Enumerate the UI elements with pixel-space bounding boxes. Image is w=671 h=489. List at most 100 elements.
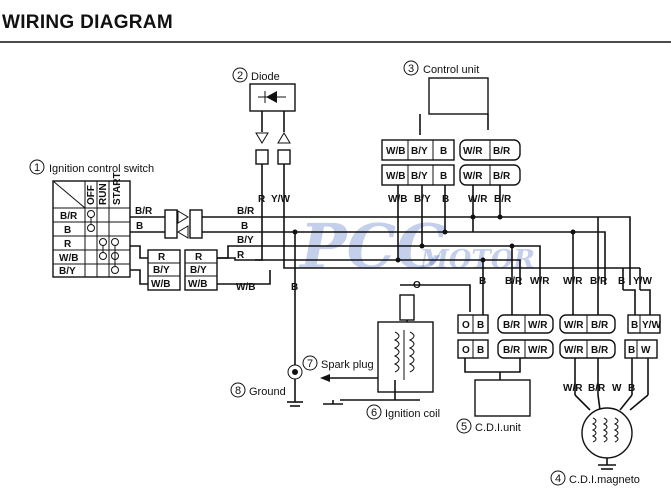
svg-text:B: B bbox=[479, 276, 486, 287]
component-number-3 bbox=[403, 60, 419, 76]
svg-text:B/R: B/R bbox=[588, 383, 606, 394]
svg-text:B/R: B/R bbox=[237, 206, 255, 217]
spark-plug-label: Spark plug bbox=[321, 359, 374, 371]
ignition-coil: 6 Ignition coil bbox=[366, 321, 440, 420]
component-number-4 bbox=[550, 470, 566, 486]
svg-text:W/R: W/R bbox=[564, 345, 584, 356]
svg-text:B: B bbox=[477, 320, 484, 331]
svg-text:B: B bbox=[631, 320, 638, 331]
svg-text:B: B bbox=[628, 383, 635, 394]
svg-text:B/Y: B/Y bbox=[59, 266, 76, 277]
svg-text:R: R bbox=[158, 252, 166, 263]
svg-text:3: 3 bbox=[408, 63, 414, 75]
component-number-6 bbox=[366, 404, 382, 420]
svg-text:B: B bbox=[241, 221, 248, 232]
component-number-1 bbox=[29, 159, 45, 175]
svg-text:W/B: W/B bbox=[59, 253, 78, 264]
svg-text:W/R: W/R bbox=[563, 276, 583, 287]
svg-text:B: B bbox=[64, 225, 71, 236]
svg-text:W/B: W/B bbox=[386, 171, 405, 182]
svg-text:W: W bbox=[612, 383, 622, 394]
svg-text:8: 8 bbox=[235, 385, 241, 397]
svg-text:RUN: RUN bbox=[98, 183, 109, 205]
spark-plug: 7 Spark plug bbox=[302, 355, 374, 371]
diode-label: Diode bbox=[251, 71, 280, 83]
cdi-unit: 5 C.D.I.unit bbox=[456, 418, 521, 434]
svg-text:B: B bbox=[136, 221, 143, 232]
svg-text:W/B: W/B bbox=[388, 194, 407, 205]
cdi-magneto: 4 C.D.I.magneto bbox=[550, 407, 640, 486]
svg-text:B: B bbox=[440, 171, 447, 182]
component-number-5 bbox=[456, 418, 472, 434]
svg-text:OFF: OFF bbox=[86, 185, 97, 205]
svg-text:B/R: B/R bbox=[503, 345, 521, 356]
svg-text:B/R: B/R bbox=[505, 276, 523, 287]
svg-text:O: O bbox=[413, 280, 421, 291]
svg-text:B/Y: B/Y bbox=[411, 171, 428, 182]
svg-text:B/Y: B/Y bbox=[411, 146, 428, 157]
svg-text:O: O bbox=[462, 345, 470, 356]
cdi-unit-box bbox=[474, 379, 531, 417]
svg-text:W/R: W/R bbox=[563, 383, 583, 394]
svg-text:B/R: B/R bbox=[591, 345, 609, 356]
svg-text:W/R: W/R bbox=[463, 146, 483, 157]
diagram-title: WIRING DIAGRAM bbox=[2, 12, 173, 33]
svg-text:2: 2 bbox=[237, 70, 243, 82]
svg-text:7: 7 bbox=[307, 358, 313, 370]
svg-text:B/R: B/R bbox=[590, 276, 608, 287]
svg-text:1: 1 bbox=[34, 162, 40, 174]
svg-text:Y/W: Y/W bbox=[271, 194, 290, 205]
svg-text:W/R: W/R bbox=[528, 320, 548, 331]
svg-text:B: B bbox=[291, 282, 298, 293]
svg-text:W: W bbox=[641, 345, 651, 356]
ignition-coil-label: Ignition coil bbox=[385, 408, 440, 420]
svg-text:W/B: W/B bbox=[236, 282, 255, 293]
svg-text:R: R bbox=[195, 252, 203, 263]
component-number-8 bbox=[230, 382, 246, 398]
svg-text:B/R: B/R bbox=[591, 320, 609, 331]
svg-text:B: B bbox=[442, 194, 449, 205]
svg-text:B/Y: B/Y bbox=[153, 265, 170, 276]
ground-label: Ground bbox=[249, 386, 286, 398]
svg-text:B/R: B/R bbox=[503, 320, 521, 331]
cdi-unit-label: C.D.I.unit bbox=[475, 422, 521, 434]
svg-text:B/Y: B/Y bbox=[237, 235, 254, 246]
svg-text:R: R bbox=[258, 194, 266, 205]
diode: 2 Diode bbox=[232, 67, 296, 112]
svg-text:W/B: W/B bbox=[151, 279, 170, 290]
svg-text:W/R: W/R bbox=[528, 345, 548, 356]
svg-text:R: R bbox=[237, 250, 245, 261]
control-unit: 3 Control unit bbox=[403, 60, 489, 115]
ignition-control-switch: 1 Ignition control switch OFF RUN START … bbox=[29, 159, 154, 278]
svg-text:W/B: W/B bbox=[188, 279, 207, 290]
svg-text:O: O bbox=[462, 320, 470, 331]
cdi-magneto-label: C.D.I.magneto bbox=[569, 474, 640, 486]
control-unit-label: Control unit bbox=[423, 64, 479, 76]
svg-text:B: B bbox=[477, 345, 484, 356]
svg-text:W/B: W/B bbox=[386, 146, 405, 157]
svg-text:B/R: B/R bbox=[493, 146, 511, 157]
svg-text:5: 5 bbox=[461, 421, 467, 433]
svg-text:W/R: W/R bbox=[468, 194, 488, 205]
svg-text:R: R bbox=[64, 239, 72, 250]
svg-text:B: B bbox=[618, 276, 625, 287]
svg-text:W/R: W/R bbox=[463, 171, 483, 182]
svg-text:B/Y: B/Y bbox=[190, 265, 207, 276]
ignition-switch-label: Ignition control switch bbox=[49, 163, 154, 175]
svg-text:Y/W: Y/W bbox=[633, 276, 652, 287]
svg-text:B/R: B/R bbox=[60, 211, 78, 222]
svg-text:B: B bbox=[628, 345, 635, 356]
ground: 8 Ground bbox=[230, 382, 286, 398]
component-number-2 bbox=[232, 67, 248, 83]
svg-text:B/R: B/R bbox=[494, 194, 512, 205]
svg-text:Y/W: Y/W bbox=[642, 320, 661, 331]
svg-text:START: START bbox=[112, 172, 123, 205]
svg-text:4: 4 bbox=[555, 473, 561, 485]
svg-text:W/R: W/R bbox=[530, 276, 550, 287]
svg-text:6: 6 bbox=[371, 407, 377, 419]
svg-text:B/Y: B/Y bbox=[414, 194, 431, 205]
svg-text:B: B bbox=[440, 146, 447, 157]
svg-text:W/R: W/R bbox=[564, 320, 584, 331]
component-number-7 bbox=[302, 355, 318, 371]
